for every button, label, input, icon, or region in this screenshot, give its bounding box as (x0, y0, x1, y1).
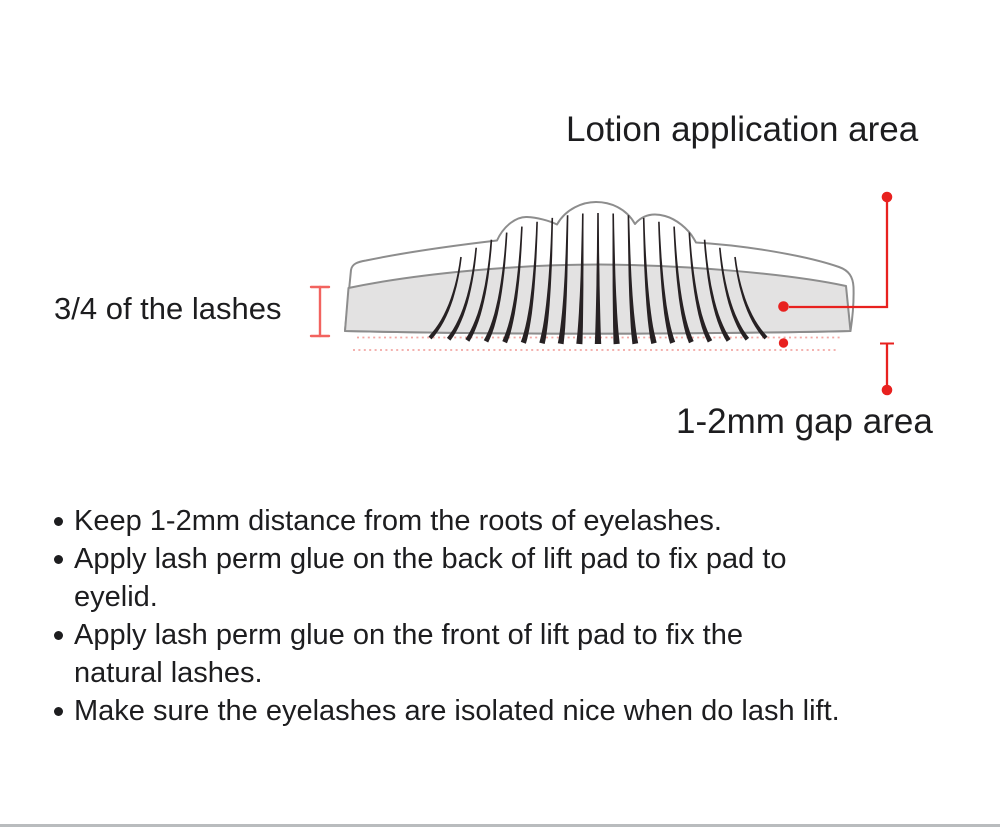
gap-pointer (880, 342, 894, 396)
lash-6 (520, 221, 538, 344)
instruction-text: natural lashes. (74, 657, 263, 689)
instruction-item-4: Make sure the eyelashes are isolated nic… (53, 692, 943, 730)
lotion-area-label: Lotion application area (566, 110, 919, 149)
instruction-text: Keep 1-2mm distance from the roots of ey… (74, 505, 722, 537)
lash-13 (642, 217, 657, 344)
lash-15 (673, 226, 694, 344)
lash-16 (688, 232, 713, 343)
lotion-pointer-line (789, 197, 889, 309)
lash-4 (483, 232, 508, 343)
instruction-item-2: Apply lash perm glue on the back of lift… (53, 540, 943, 616)
lotion-pointer (778, 191, 893, 312)
lotion-pointer-band-dot (778, 301, 789, 312)
lash-7 (539, 217, 554, 344)
instruction-text: eyelid. (74, 581, 158, 613)
instruction-text: Apply lash perm glue on the back of lift… (74, 543, 787, 575)
lash-5 (502, 226, 523, 344)
lash-lift-diagram (309, 191, 894, 396)
lash-12 (627, 215, 639, 345)
instruction-list: Keep 1-2mm distance from the roots of ey… (53, 502, 943, 730)
lash-14 (658, 221, 676, 344)
bottom-section-divider (0, 824, 1000, 827)
measure-bracket-left (309, 285, 331, 338)
gap-pointer-bottom-dot (881, 384, 893, 396)
gap-area-label: 1-2mm gap area (676, 402, 933, 441)
instruction-text: Apply lash perm glue on the front of lif… (74, 619, 743, 651)
lash-10 (594, 213, 602, 344)
instruction-item-1: Keep 1-2mm distance from the roots of ey… (53, 502, 943, 540)
instruction-item-3: Apply lash perm glue on the front of lif… (53, 616, 943, 692)
lash-8 (557, 215, 569, 345)
instruction-text: Make sure the eyelashes are isolated nic… (74, 695, 840, 727)
lash-11 (612, 213, 620, 345)
lotion-pointer-top-dot (881, 191, 893, 203)
lashes-fraction-label: 3/4 of the lashes (54, 291, 282, 326)
gap-marker-dot (778, 338, 789, 348)
lash-group (428, 213, 768, 345)
lash-9 (576, 213, 584, 345)
